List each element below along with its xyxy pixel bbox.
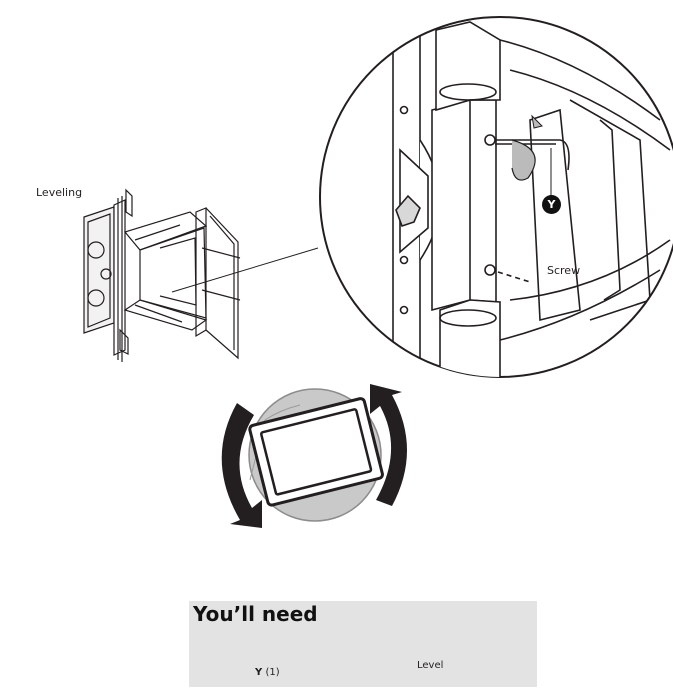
- tool-level-label: Level: [417, 660, 444, 671]
- detail-magnifier: [319, 16, 673, 378]
- you-will-need-panel: You’ll need Y (1) Level: [189, 601, 537, 687]
- leader-line: [171, 247, 319, 293]
- screw-label: Screw: [547, 264, 581, 277]
- tv-rotation-illustration: [221, 384, 407, 528]
- callout-y-badge: Y: [542, 195, 561, 214]
- mount-assembly-drawing: [83, 188, 241, 362]
- tool-y-quantity: (1): [265, 667, 280, 678]
- tool-y-label: Y (1): [255, 667, 280, 678]
- tool-y-letter: Y: [255, 667, 263, 678]
- leveling-label: Leveling: [36, 186, 83, 199]
- you-will-need-title: You’ll need: [193, 602, 318, 626]
